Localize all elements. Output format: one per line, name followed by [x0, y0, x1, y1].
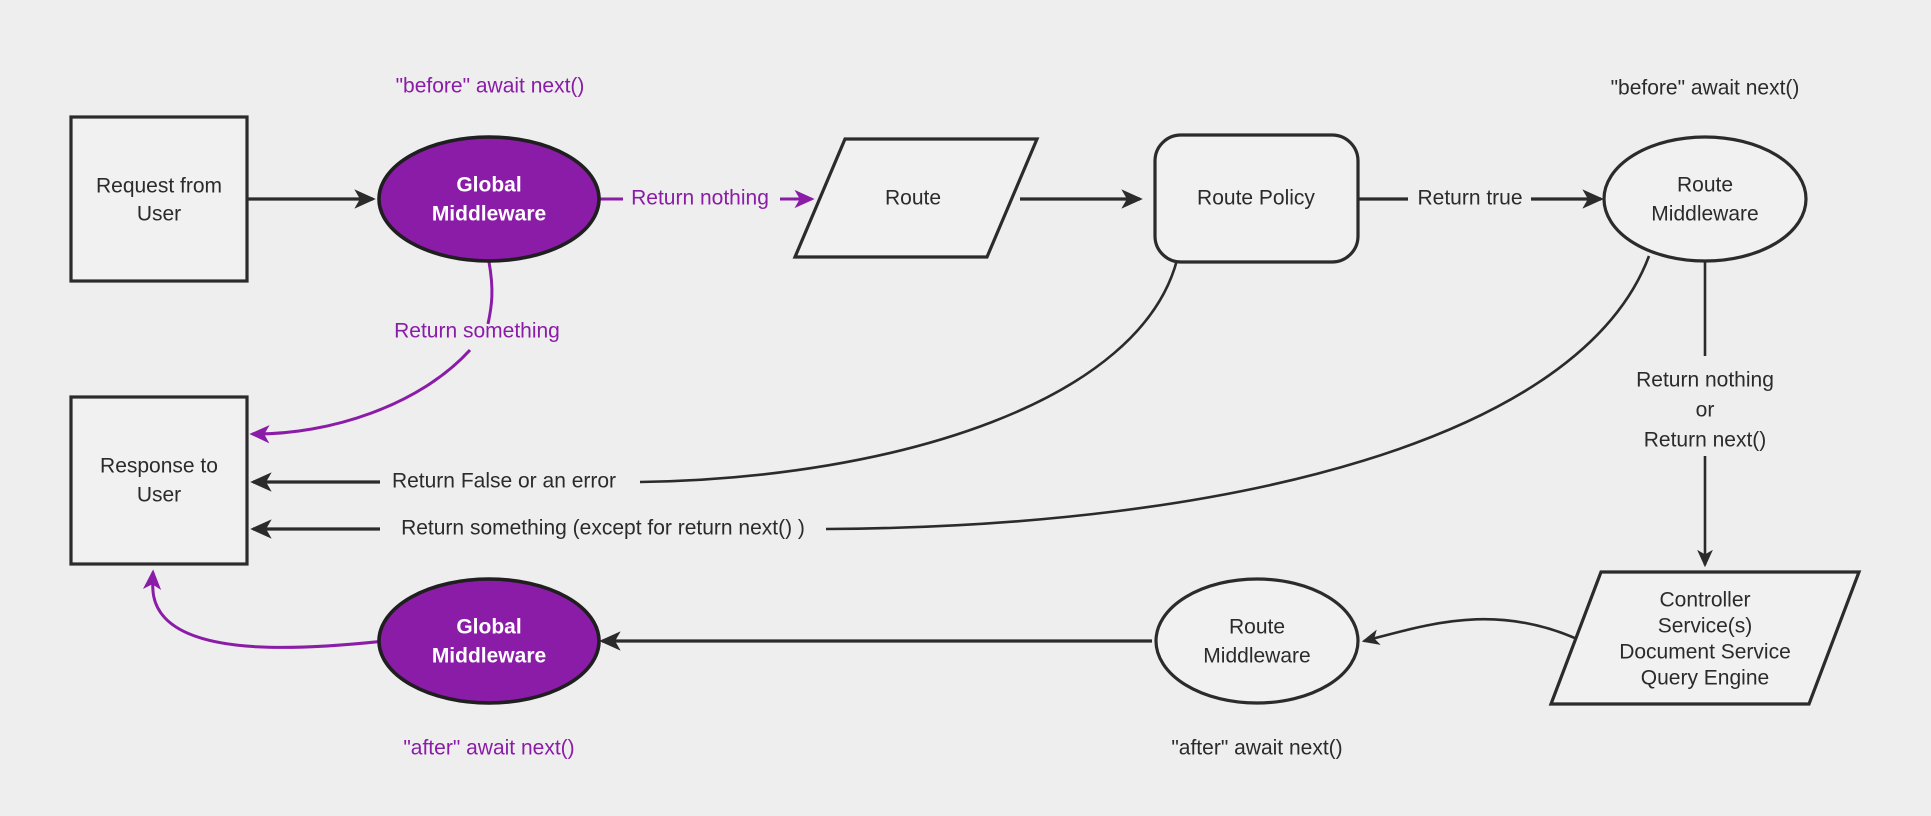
- global-middleware-before-label-line1: Global: [456, 174, 521, 197]
- node-route-policy[interactable]: Route Policy: [1153, 133, 1360, 264]
- phase-label-global-after: "after" await next(): [403, 737, 574, 760]
- phase-label-route-after: "after" await next(): [1171, 737, 1342, 760]
- edge-global-middleware-after-to-response: [142, 569, 386, 649]
- request-from-user-label-line2: User: [137, 203, 181, 226]
- route-label: Route: [885, 187, 941, 210]
- node-response-to-user[interactable]: Response to User: [69, 395, 249, 566]
- edge-route-policy-to-response: [639, 259, 1179, 484]
- phase-label-route-before: "before" await next(): [1611, 77, 1800, 100]
- route-middleware-before-label-line2: Middleware: [1651, 203, 1758, 226]
- node-route-middleware-before[interactable]: Route Middleware: [1602, 135, 1808, 263]
- global-middleware-after-label-line2: Middleware: [432, 645, 546, 668]
- edge-global-middleware-return-something-upper: [486, 261, 494, 325]
- global-middleware-after-shape: [377, 577, 601, 705]
- controller-label-line1: Controller: [1659, 589, 1750, 612]
- edge-label-return-something-except-next: Return something (except for return next…: [401, 517, 805, 540]
- global-middleware-before-label-line2: Middleware: [432, 203, 546, 226]
- edge-label-return-nothing-or-next-line3: Return next(): [1644, 429, 1767, 452]
- controller-label-line2: Service(s): [1658, 615, 1753, 638]
- node-route-middleware-after[interactable]: Route Middleware: [1154, 577, 1360, 705]
- response-to-user-label-line2: User: [137, 484, 181, 507]
- node-request-from-user[interactable]: Request from User: [69, 115, 249, 283]
- phase-label-global-before: "before" await next(): [396, 75, 585, 98]
- controller-shape: [1548, 570, 1862, 706]
- edge-controller-to-route-middleware-after: [1361, 617, 1591, 647]
- route-policy-shape: [1153, 133, 1360, 264]
- global-middleware-after-label-line1: Global: [456, 616, 521, 639]
- route-middleware-after-shape: [1154, 577, 1360, 705]
- route-policy-label: Route Policy: [1197, 187, 1315, 210]
- edge-label-return-nothing-or-next-line1: Return nothing: [1636, 369, 1774, 392]
- request-from-user-shape: [69, 115, 249, 283]
- edge-label-return-true: Return true: [1417, 187, 1522, 210]
- node-controller[interactable]: Controller Service(s) Document Service Q…: [1548, 570, 1862, 706]
- edge-label-return-nothing-or-next-line2: or: [1696, 399, 1715, 422]
- edge-label-return-something: Return something: [394, 320, 560, 343]
- route-shape: [792, 137, 1040, 259]
- route-middleware-before-label-line1: Route: [1677, 174, 1733, 197]
- route-middleware-after-label-line1: Route: [1229, 616, 1285, 639]
- edge-label-return-false-or-error: Return False or an error: [392, 470, 616, 493]
- node-global-middleware-before[interactable]: Global Middleware: [377, 135, 601, 263]
- edge-global-middleware-return-something-lower: [249, 348, 472, 444]
- response-to-user-shape: [69, 395, 249, 566]
- route-middleware-after-label-line2: Middleware: [1203, 645, 1310, 668]
- node-global-middleware-after[interactable]: Global Middleware: [377, 577, 601, 705]
- edge-route-middleware-to-response: [825, 255, 1651, 531]
- route-middleware-before-shape: [1602, 135, 1808, 263]
- controller-label-line3: Document Service: [1619, 641, 1791, 664]
- node-route[interactable]: Route: [792, 137, 1040, 259]
- controller-label-line4: Query Engine: [1641, 667, 1769, 690]
- response-to-user-label-line1: Response to: [100, 455, 218, 478]
- request-from-user-label-line1: Request from: [96, 175, 222, 198]
- edge-label-return-nothing: Return nothing: [631, 187, 769, 210]
- global-middleware-before-shape: [377, 135, 601, 263]
